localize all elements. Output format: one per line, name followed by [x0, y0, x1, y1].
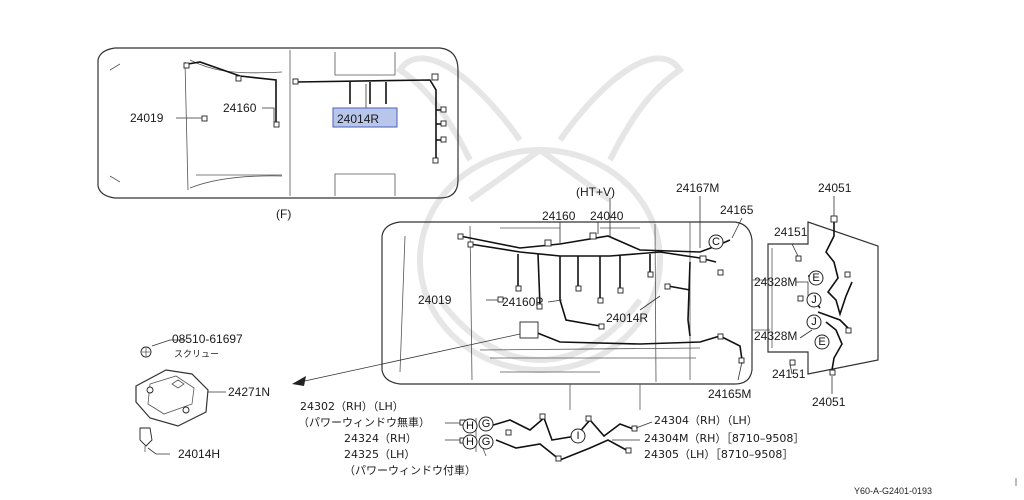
harness-clip-icon	[139, 427, 153, 447]
label-24160-bottom[interactable]: 24160	[542, 209, 576, 223]
connector-h-circle-top	[462, 418, 478, 434]
connector-h-letter-bottom: H	[466, 436, 474, 448]
label-24014h[interactable]: 24014H	[178, 447, 220, 461]
connector-c-circle	[708, 234, 724, 250]
label-screw-name: スクリュー	[174, 349, 219, 360]
label-24151-bottom[interactable]: 24151	[772, 367, 806, 381]
connector-g-circle-bottom	[478, 434, 494, 450]
connector-i-circle	[570, 428, 586, 444]
label-24305[interactable]: 24305（LH）［8710–9508］	[644, 448, 793, 461]
label-24165[interactable]: 24165	[720, 203, 754, 217]
cover-detail	[135, 339, 226, 455]
label-24328m-top[interactable]: 24328M	[754, 275, 797, 289]
top-vehicle-view	[97, 47, 459, 199]
detail-arrow-head	[292, 376, 306, 386]
label-24328m-bottom[interactable]: 24328M	[754, 329, 797, 343]
label-24302[interactable]: 24302（RH）（LH）	[300, 400, 404, 413]
connector-c-letter: C	[712, 236, 720, 248]
highlight-24014r	[332, 107, 398, 128]
label-24040[interactable]: 24040	[590, 209, 624, 223]
top-view-caption: (F)	[276, 207, 291, 221]
label-24019-bottom[interactable]: 24019	[418, 293, 452, 307]
label-24167m[interactable]: 24167M	[676, 181, 719, 195]
connector-e-circle-top	[808, 270, 824, 286]
label-24324[interactable]: 24324（RH）	[344, 432, 417, 445]
rear-door-detail: E J J E	[767, 196, 879, 394]
label-24051-top[interactable]: 24051	[818, 181, 852, 195]
connector-j-letter-bottom: J	[811, 316, 817, 328]
label-24304m[interactable]: 24304M（RH）［8710–9508］	[644, 432, 804, 445]
connector-j-letter-top: J	[811, 294, 817, 306]
label-24160p[interactable]: 24160P	[502, 295, 543, 309]
label-24165m[interactable]: 24165M	[708, 387, 751, 401]
connector-e-circle-bottom	[814, 334, 830, 350]
door-harness-detail: H G H G I	[445, 413, 653, 462]
bottom-vehicle-view: C	[381, 196, 770, 410]
connector-e-letter-top: E	[812, 272, 819, 284]
label-ht-v: (HT+V)	[576, 185, 615, 199]
label-24019-top[interactable]: 24019	[130, 111, 164, 125]
connector-h-letter-top: H	[466, 420, 474, 432]
figure-id: Y60-A-G2401-0193	[854, 486, 932, 496]
connector-g-letter-bottom: G	[482, 436, 491, 448]
label-24014r-bottom[interactable]: 24014R	[606, 311, 648, 325]
clip-location-box	[519, 321, 539, 339]
label-screw-part[interactable]: 08510-61697	[172, 332, 243, 346]
label-24304[interactable]: 24304（RH）（LH）	[654, 414, 758, 427]
connector-j-circle-bottom	[806, 314, 822, 330]
connector-h-circle-bottom	[462, 434, 478, 450]
connector-g-circle-top	[478, 416, 494, 432]
label-24271n[interactable]: 24271N	[228, 385, 270, 399]
label-24325[interactable]: 24325（LH）	[344, 448, 415, 461]
connector-g-letter-top: G	[482, 418, 491, 430]
detail-arrow-line	[299, 333, 521, 383]
connector-e-letter-bottom: E	[818, 336, 825, 348]
label-no-power-window: （パワーウィンドウ無車）	[298, 415, 430, 429]
label-24014r-top[interactable]: 24014R	[337, 112, 379, 126]
watermark-crest	[395, 55, 685, 373]
connector-i-letter: I	[576, 430, 579, 442]
label-with-power-window: （パワーウィンドウ付車）	[344, 463, 476, 477]
label-24151-top[interactable]: 24151	[774, 225, 808, 239]
connector-j-circle-top	[806, 292, 822, 308]
label-24051-bottom[interactable]: 24051	[812, 395, 846, 409]
label-24160-top[interactable]: 24160	[223, 101, 257, 115]
